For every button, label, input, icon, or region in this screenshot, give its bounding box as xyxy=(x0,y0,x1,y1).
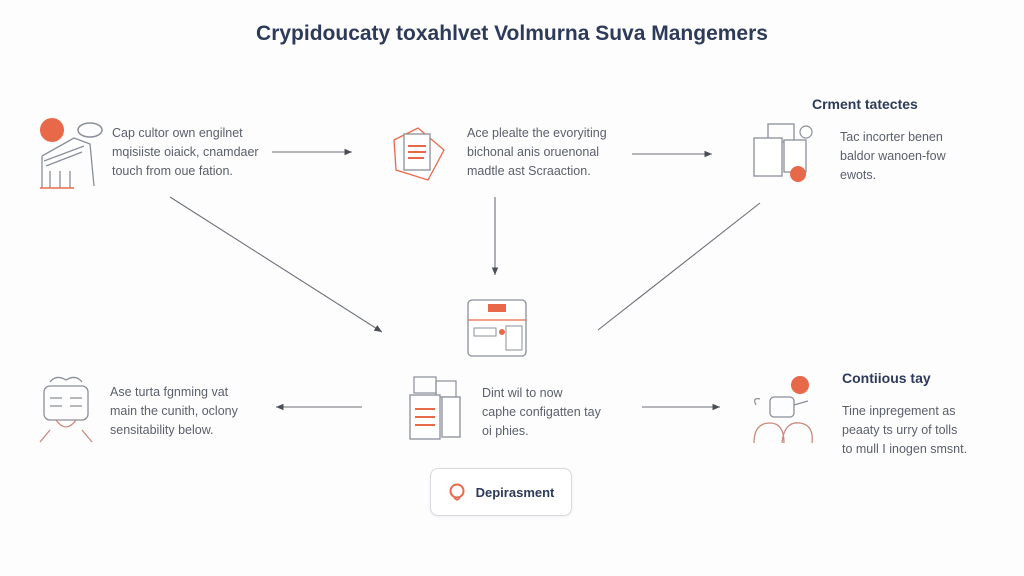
dashboard-icon xyxy=(753,123,813,182)
machine-illustration-icon xyxy=(39,376,93,443)
text-line: mqisiiste oiaick, cnamdaer xyxy=(112,145,259,159)
text-line: Dint wil to now xyxy=(482,386,563,400)
bottom-right-heading: Contiious tay xyxy=(842,370,931,386)
top-right-description: Tac incorter benen baldor wanoen-fow ewo… xyxy=(840,128,946,185)
text-line: oi phies. xyxy=(482,424,529,438)
text-line: Ase turta fgnming vat xyxy=(110,385,229,399)
text-line: madtle ast Scraaction. xyxy=(467,164,591,178)
robot-team-icon xyxy=(753,376,813,444)
text-line: caphe configatten tay xyxy=(482,405,601,419)
text-line: sensitability below. xyxy=(110,423,214,437)
text-line: Cap cultor own engilnet xyxy=(112,126,243,140)
text-line: Ace plealte the evoryiting xyxy=(467,126,607,140)
text-line: ewots. xyxy=(840,168,877,182)
bottom-left-description: Ase turta fgnming vat main the cunith, o… xyxy=(110,383,238,440)
line-tr-to-center xyxy=(597,202,761,331)
text-line: Tine inpregement as xyxy=(842,404,956,418)
bottom-right-description: Tine inpregement as peaaty ts urry of to… xyxy=(842,402,967,459)
text-line: bichonal anis oruenonal xyxy=(467,145,600,159)
documents-icon xyxy=(393,127,445,181)
top-left-description: Cap cultor own engilnet mqisiiste oiaick… xyxy=(112,124,259,181)
text-line: main the cunith, oclony xyxy=(110,404,238,418)
report-stack-icon xyxy=(409,376,461,440)
text-line: Tac incorter benen xyxy=(840,130,943,144)
engineer-illustration-icon xyxy=(40,118,103,189)
diagram-title: Crypidoucaty toxahlvet Volmurna Suva Man… xyxy=(256,22,768,45)
text-line: peaaty ts urry of tolls xyxy=(842,423,958,437)
text-line: baldor wanoen-fow xyxy=(840,149,946,163)
central-form-icon xyxy=(467,299,527,357)
deployment-button[interactable]: Depirasment xyxy=(430,468,572,516)
top-center-description: Ace plealte the evoryiting bichonal anis… xyxy=(467,124,607,181)
text-line: to mull I inogen smsnt. xyxy=(842,442,968,456)
arrow-tl-to-center xyxy=(169,196,383,333)
deployment-button-label: Depirasment xyxy=(475,484,555,500)
bottom-center-description: Dint wil to now caphe configatten tay oi… xyxy=(482,384,601,441)
top-right-heading: Crment tatectes xyxy=(812,96,918,112)
location-pin-icon xyxy=(449,483,465,501)
text-line: touch from oue fation. xyxy=(112,164,233,178)
